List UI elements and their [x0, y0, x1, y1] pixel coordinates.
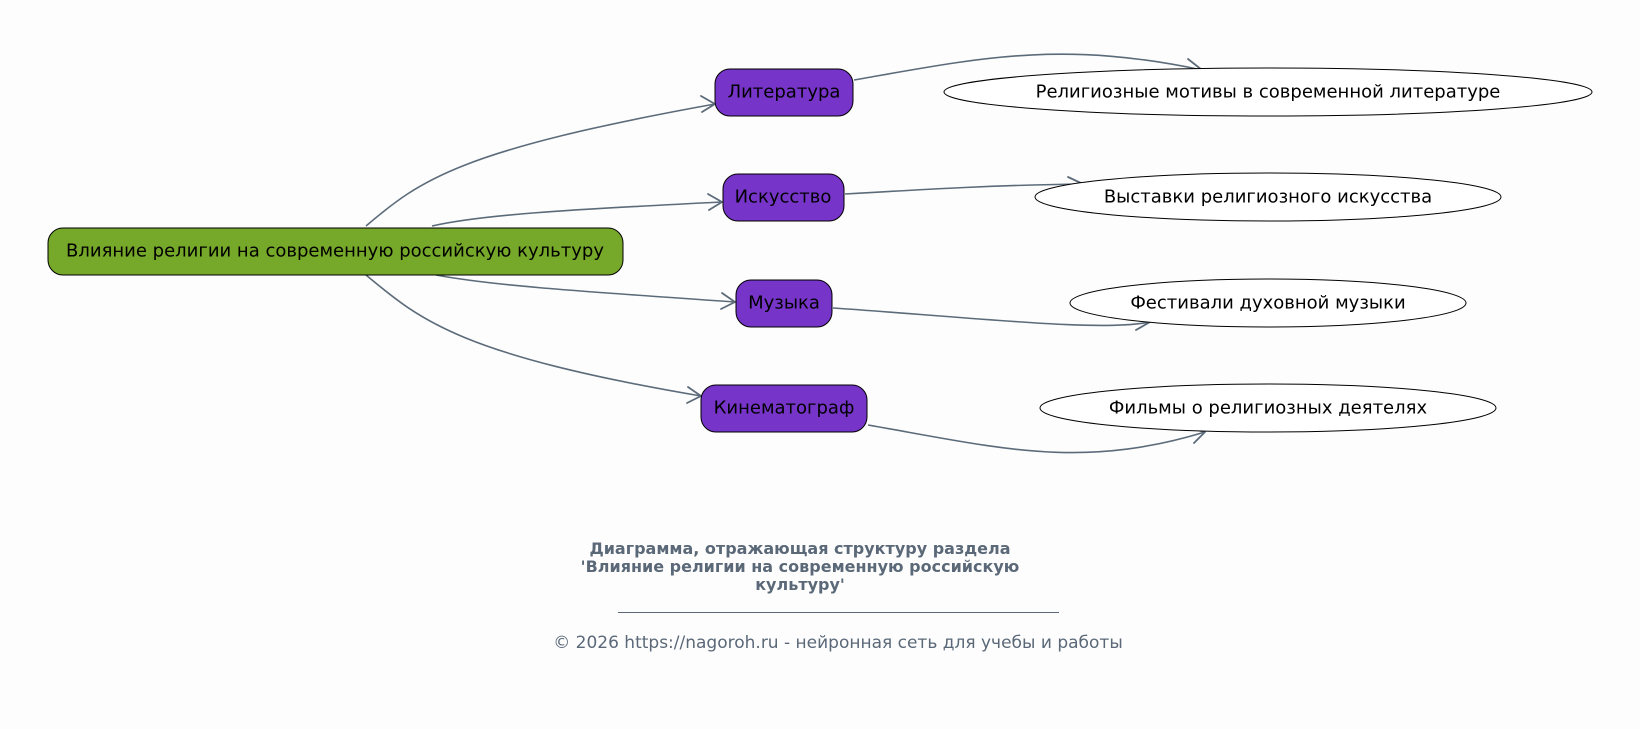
- category-node-iskusstvo: Искусство: [722, 173, 845, 222]
- detail-label-iskusstvo: Выставки религиозного искусства: [1104, 187, 1432, 208]
- edge-root-to-muzyka: [435, 274, 736, 303]
- detail-label-muzyka: Фестивали духовной музыки: [1130, 293, 1405, 314]
- detail-ellipse-iskusstvo: [1034, 172, 1502, 222]
- edge-kinematograf-to-detail: [867, 424, 1206, 454]
- category-label-muzyka: Музыка: [748, 293, 820, 314]
- caption-line-1: Диаграмма, отражающая структуру раздела: [589, 539, 1011, 558]
- category-box-muzyka: [735, 279, 833, 328]
- arrowhead-muzyka: [720, 292, 736, 310]
- root-node: Влияние религии на современную российску…: [47, 227, 624, 276]
- detail-node-kinematograf: Фильмы о религиозных деятелях: [1039, 383, 1497, 433]
- category-node-literatura: Литература: [714, 68, 854, 117]
- caption-divider: [618, 612, 1059, 613]
- edge-root-to-kinematograf: [365, 274, 702, 397]
- detail-label-kinematograf: Фильмы о религиозных деятелях: [1109, 398, 1428, 419]
- detail-node-iskusstvo: Выставки религиозного искусства: [1034, 172, 1502, 222]
- detail-ellipse-muzyka: [1069, 278, 1467, 328]
- detail-node-literatura: Религиозные мотивы в современной литерат…: [943, 67, 1593, 117]
- edge-root-to-literatura: [365, 103, 716, 227]
- detail-ellipse-literatura: [943, 67, 1593, 117]
- edge-root-to-iskusstvo: [431, 201, 723, 227]
- diagram-caption: Диаграмма, отражающая структуру раздела …: [520, 540, 1080, 594]
- caption-line-3: культуру': [755, 575, 845, 594]
- detail-node-muzyka: Фестивали духовной музыки: [1069, 278, 1467, 328]
- category-box-kinematograf: [700, 384, 868, 433]
- edge-muzyka-to-detail: [832, 307, 1151, 327]
- root-node-label: Влияние религии на современную российску…: [66, 241, 604, 262]
- detail-ellipse-kinematograf: [1039, 383, 1497, 433]
- edge-literatura-to-detail: [853, 53, 1203, 81]
- category-node-muzyka: Музыка: [735, 279, 833, 328]
- category-label-iskusstvo: Искусство: [735, 187, 832, 208]
- root-node-box: [47, 227, 624, 276]
- category-label-kinematograf: Кинематограф: [714, 398, 855, 419]
- arrowhead-iskusstvo: [707, 193, 723, 211]
- detail-label-literatura: Религиозные мотивы в современной литерат…: [1036, 82, 1501, 103]
- edge-iskusstvo-to-detail: [844, 183, 1084, 195]
- category-label-literatura: Литература: [728, 82, 841, 103]
- caption-line-2: 'Влияние религии на современную российск…: [580, 557, 1020, 576]
- category-box-iskusstvo: [722, 173, 845, 222]
- category-node-kinematograf: Кинематограф: [700, 384, 868, 433]
- copyright-text: © 2026 https://nagoroh.ru - нейронная се…: [553, 633, 1123, 653]
- category-box-literatura: [714, 68, 854, 117]
